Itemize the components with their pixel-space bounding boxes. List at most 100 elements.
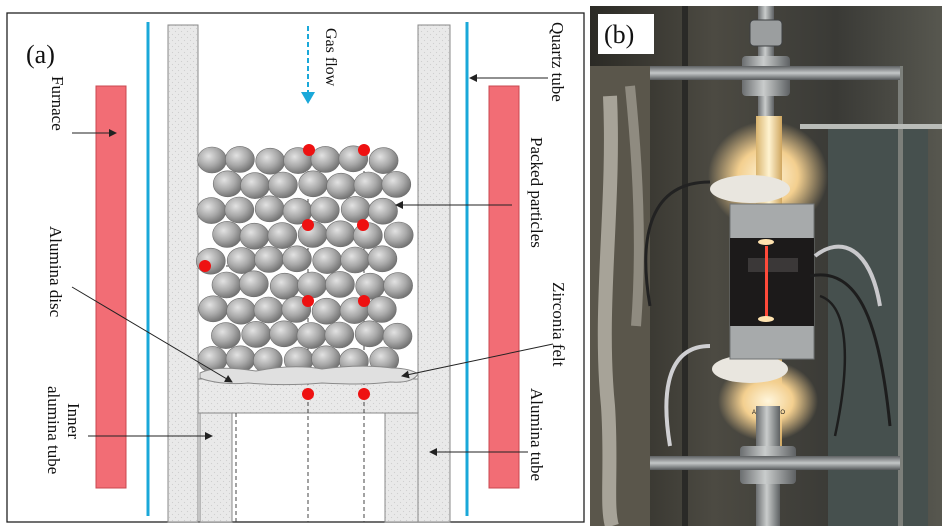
- photo-cable: [819, 294, 847, 437]
- packed-particles-label: Packed particles: [527, 137, 546, 248]
- particle: [197, 146, 227, 174]
- particle: [239, 222, 270, 250]
- thermocouple-dot: [302, 295, 314, 307]
- photo-hot-spot-top: [758, 239, 774, 245]
- photo-insulation-bottom: [712, 355, 788, 383]
- particle: [212, 221, 242, 248]
- particle: [298, 170, 329, 198]
- particle: [366, 296, 397, 323]
- particle: [267, 222, 298, 249]
- zirconia-felt-label: Zirconia felt: [549, 282, 568, 367]
- photo-furnace-bracket: [748, 258, 798, 272]
- thermocouple-dot: [302, 219, 314, 231]
- particle: [326, 172, 356, 200]
- thermocouple-dot: [358, 144, 370, 156]
- particle: [225, 146, 255, 173]
- inner-alumina-tube-right: [384, 412, 419, 523]
- particle: [226, 297, 256, 325]
- particle: [254, 246, 284, 273]
- zirconia-felt: [199, 365, 419, 385]
- gas-flow-label: Gas flow: [322, 28, 339, 87]
- panel-a-tag: (a): [26, 40, 55, 69]
- particle: [196, 197, 227, 224]
- photo-frame-rail: [800, 124, 942, 129]
- particle: [382, 322, 413, 350]
- particle: [297, 271, 327, 299]
- particle: [353, 171, 384, 199]
- photo-gas-line: [664, 344, 711, 447]
- particle: [269, 320, 299, 348]
- photo-insulated-pipe: [597, 95, 619, 526]
- alumina-tube-label: Alumina tube: [527, 388, 546, 481]
- particle: [340, 246, 370, 274]
- photo-insulation-top: [710, 175, 790, 203]
- photo-gas-line: [813, 244, 882, 307]
- particle: [254, 195, 285, 223]
- particle: [325, 271, 355, 298]
- particle: [211, 322, 241, 349]
- photo-hot-zone: [765, 246, 768, 318]
- particle: [211, 271, 242, 299]
- particle: [381, 171, 412, 198]
- particle: [355, 272, 386, 300]
- particle: [309, 196, 340, 224]
- particle: [324, 321, 355, 349]
- particle: [383, 221, 414, 249]
- particle: [367, 245, 398, 273]
- particle: [282, 245, 312, 273]
- thermocouple-dot: [303, 144, 315, 156]
- alumina-tube-wall-left: [167, 24, 199, 523]
- particle: [268, 171, 298, 199]
- reactor-photo: ANCE RIKO (b): [590, 6, 942, 526]
- alumina-disc-label: Alumina disc: [46, 226, 65, 318]
- photo-lower-side-arm: [650, 456, 900, 470]
- particle: [354, 320, 385, 348]
- thermocouple-dot: [358, 388, 370, 400]
- particle: [255, 147, 286, 175]
- thermocouple-dot: [199, 260, 211, 272]
- panel-b-tag-box: [598, 14, 654, 54]
- furnace-label: Furnace: [48, 76, 67, 131]
- particle: [368, 197, 398, 225]
- particle: [241, 321, 272, 348]
- photo-hot-spot-bottom: [758, 316, 774, 322]
- photo-frame-right: [898, 66, 903, 526]
- particle: [311, 297, 342, 325]
- panel-b-tag: (b): [604, 20, 634, 49]
- particle: [224, 196, 255, 224]
- thermocouple-dot: [357, 219, 369, 231]
- photo-cable: [809, 273, 892, 427]
- photo-insulated-pipe: [625, 85, 644, 327]
- photo-furnace-window: [730, 238, 814, 326]
- particle: [325, 220, 356, 248]
- particle: [253, 296, 284, 324]
- alumina-tube-wall-right: [417, 24, 451, 523]
- thermocouple-points: [199, 144, 370, 400]
- thermocouple-dot: [302, 388, 314, 400]
- particle: [212, 170, 243, 198]
- particle: [296, 322, 327, 349]
- photo-upper-side-arm: [650, 66, 900, 80]
- particle: [368, 147, 399, 174]
- particle: [340, 196, 371, 223]
- photo-frame-left: [682, 6, 688, 526]
- particle: [240, 172, 270, 199]
- reactor-schematic: (a) Gas flow Furnace Alumina disc Inner …: [6, 12, 585, 523]
- particle: [226, 247, 257, 274]
- furnace-heater-right: [488, 85, 520, 489]
- particle: [383, 272, 413, 299]
- thermocouple-dot: [358, 295, 370, 307]
- furnace-heater-left: [95, 85, 127, 489]
- inner-tube-label-line1: Inner: [64, 403, 83, 439]
- particle: [310, 146, 341, 173]
- inner-alumina-tube-left: [199, 412, 233, 523]
- gas-flow-arrowhead: [301, 92, 315, 104]
- particle: [239, 270, 269, 298]
- photo-cable: [644, 180, 711, 307]
- particle: [312, 247, 343, 274]
- packed-particles: [196, 145, 414, 375]
- particle: [198, 295, 228, 323]
- inner-tube-label-line2: alumina tube: [44, 386, 63, 474]
- photo-upper-valve: [749, 19, 783, 47]
- quartz-tube-label: Quartz tube: [548, 22, 567, 102]
